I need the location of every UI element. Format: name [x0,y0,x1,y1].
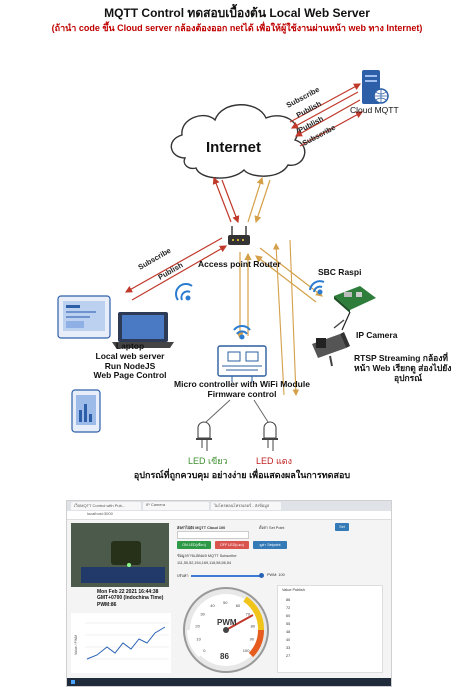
pwm-line-chart: Value / PWM [71,613,171,673]
rtsp-line-2: หน้า Web เรียกดู ส่องไปยัง [354,362,452,373]
timestamp-line-2: GMT+0700 (Indochina Time) [97,595,164,602]
timestamp-line-1: Mon Feb 22 2021 16:44:38 [97,589,159,595]
browser-tab-1[interactable]: เว็บMQTT Control with Pub... [71,502,141,510]
pwm-line-series [86,626,166,660]
value-publish-title: Value Publish [282,588,305,592]
address-text: localhost:3000 [87,511,113,516]
browser-tab-3[interactable]: ไมโครคอนโทรลเลอร์ - ส่งข้อมูล [211,502,281,510]
mqtt-cloud-arrows [289,83,364,147]
values-line: 111,50,52,154,169,116,58,56,54 [177,561,232,565]
ip-camera-icon [312,319,350,367]
gauge-tick-label: 80 [251,624,256,629]
slider-value: PWM: 100 [267,573,285,577]
laptop-router-arrows [124,237,228,301]
browser-tab-2[interactable]: IP Camera [143,502,209,510]
arrow-label-publish-laptop: Publish [157,260,185,282]
router-icon [228,226,250,245]
gauge-tick-label: 10 [196,637,201,642]
gauge-tick-label: 60 [236,603,241,608]
laptop-line-3: Run NodeJS [104,360,156,371]
gauge-tick-label: 100 [243,648,250,653]
value-publish-panel: Value Publish 86 72 60 55 48 40 33 27 [277,585,383,673]
gauge-tick-label: 50 [223,600,228,605]
cloud-mqtt-label: Cloud MQTT [350,105,399,115]
page-subtitle: (ถ้านำ code ขึ้น Cloud server กล้องต้องอ… [51,23,423,33]
laptop-line-4: Web Page Control [93,370,167,381]
led-on-button[interactable]: ON LED(เขียว) [177,541,211,549]
cloud-mqtt-server-icon [362,70,389,104]
led-red-label: LED แดง [256,456,293,466]
router-internet-arrows [212,176,271,224]
page-title: MQTT Control ทดสอบเบื้องต้น Local Web Se… [104,6,370,20]
start-icon[interactable] [71,680,75,684]
led-off-button[interactable]: OFF LED(แดง) [215,541,249,549]
value-publish-item: 27 [286,654,291,658]
wifi-icon-laptop [175,283,193,301]
browser-tab-bar: เว็บMQTT Control with Pub... IP Camera ไ… [67,501,391,511]
pwm-gauge: PWM 86 0 10 20 30 40 50 60 70 80 90 100 [183,587,269,673]
gauge-tick-label: 20 [195,624,200,629]
gauge-tick-label: 90 [250,637,255,642]
laptop-icon [57,295,174,433]
sbc-label: SBC Raspi [318,267,362,277]
wifi-icon-mcu [233,325,251,340]
web-ui-screenshot: เว็บMQTT Control with Pub... IP Camera ไ… [66,500,392,687]
internet-label: Internet [206,139,262,156]
gauge-tick-label: 40 [210,603,215,608]
led-green-icon [196,421,212,451]
refresh-setpoint-button[interactable]: ดูค่า Setpoint [253,541,287,549]
gauge-tick-labels: 0 10 20 30 40 50 60 70 80 90 100 [195,600,256,653]
timestamp-block: Mon Feb 22 2021 16:44:38 GMT+0700 (Indoc… [97,589,163,608]
access-point-label: Access point Router [198,259,281,269]
mqtt-value-input[interactable] [177,531,249,539]
value-publish-item: 40 [286,638,291,642]
mcu-line-2: Firmware control [207,388,277,399]
value-publish-item: 86 [286,598,291,602]
mcu-line-1: Micro controller with WiFi Module [174,379,310,389]
chart-y-label: Value / PWM [74,635,78,655]
address-bar[interactable]: localhost:3000 [67,511,391,520]
raspberry-pi-board-icon [334,286,376,331]
led-red-icon [262,421,278,451]
slider-label: ปรับค่า [177,574,189,578]
values-title: ข้อมูลการแสดงผล MQTT Subscribe [177,554,237,558]
laptop-description: Laptop Local web server Run NodeJS Web P… [80,341,180,381]
gauge-tick-label: 30 [200,612,205,617]
mcu-led-wires [205,399,269,423]
panel-title: ส่งค่าไปยัง MQTT Cloud 100 [177,526,226,530]
camera-stream [71,523,169,587]
pwm-slider-handle[interactable] [259,573,264,578]
ip-camera-label: IP Camera [356,330,398,340]
value-publish-item: 33 [286,646,291,650]
gauge-tick-label: 0 [203,648,206,653]
rtsp-description: RTSP Streaming กล้องที่ หน้า Web เรียกดู… [354,353,452,383]
mcu-description: Micro controller with WiFi Module Firmwa… [172,379,312,400]
value-publish-item: 48 [286,630,291,634]
architecture-diagram: Subscribe Publish Publish Subscribe Subs… [57,70,389,451]
laptop-line-1: Laptop [115,341,145,351]
set-button[interactable]: Set [335,523,349,531]
value-publish-item: 60 [286,614,291,618]
value-publish-item: 55 [286,622,291,626]
gauge-label: PWM [217,618,237,627]
device-router-arrows [236,239,323,397]
gauge-tick-label: 70 [246,612,251,617]
internet-cloud-icon [170,104,306,179]
value-publish-item: 72 [286,606,291,610]
rtsp-line-1: RTSP Streaming กล้องที่ [354,353,449,363]
wifi-icon-sbc [309,280,325,295]
pwm-slider[interactable] [191,573,264,578]
rtsp-line-3: อุปกรณ์ [394,372,423,383]
gauge-value: 86 [220,652,229,661]
footer-caption: อุปกรณ์ที่ถูกควบคุม อย่างง่าย เพื่อแสดงผ… [133,470,351,480]
windows-taskbar [67,678,391,686]
led-green-label: LED เขียว [188,456,228,466]
pwm-readout: PWM:86 [97,601,117,608]
microcontroller-board-icon [217,345,267,382]
setpoint-label: ตั้งค่า Set Point [259,526,285,530]
laptop-line-2: Local web server [95,350,165,361]
